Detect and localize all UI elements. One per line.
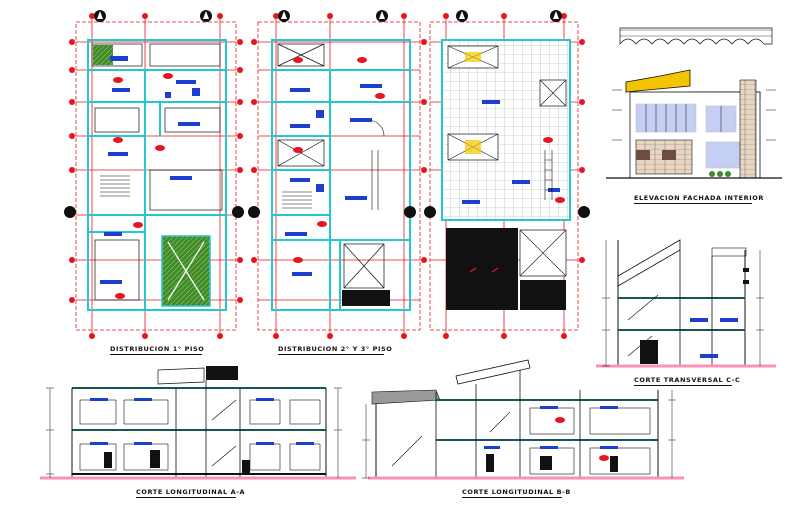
elevation-title-underline bbox=[634, 203, 752, 204]
interior-facade-elevation bbox=[606, 27, 782, 179]
transversal-section-title: CORTE TRANSVERSAL C-C bbox=[634, 376, 741, 384]
section-b-title-underline bbox=[462, 497, 562, 498]
section-a-title: CORTE LONGITUDINAL A-A bbox=[136, 488, 246, 496]
plan-2-title-underline bbox=[278, 354, 384, 355]
longitudinal-section-b bbox=[362, 359, 684, 480]
section-b-title: CORTE LONGITUDINAL B-B bbox=[462, 488, 571, 496]
elevation-title: ELEVACION FACHADA INTERIOR bbox=[634, 194, 765, 202]
floor-plan-3-roof bbox=[429, 13, 585, 339]
floor-plan-2 bbox=[251, 13, 427, 339]
longitudinal-section-a bbox=[40, 366, 356, 480]
floor-plan-1 bbox=[69, 13, 243, 339]
plan-2-title: DISTRIBUCION 2° Y 3° PISO bbox=[278, 345, 393, 353]
section-a-title-underline bbox=[136, 497, 236, 498]
plan-1-title: DISTRIBUCION 1° PISO bbox=[110, 345, 205, 353]
transversal-section-title-underline bbox=[634, 385, 732, 386]
transversal-section bbox=[596, 239, 776, 368]
plan-1-title-underline bbox=[110, 354, 202, 355]
